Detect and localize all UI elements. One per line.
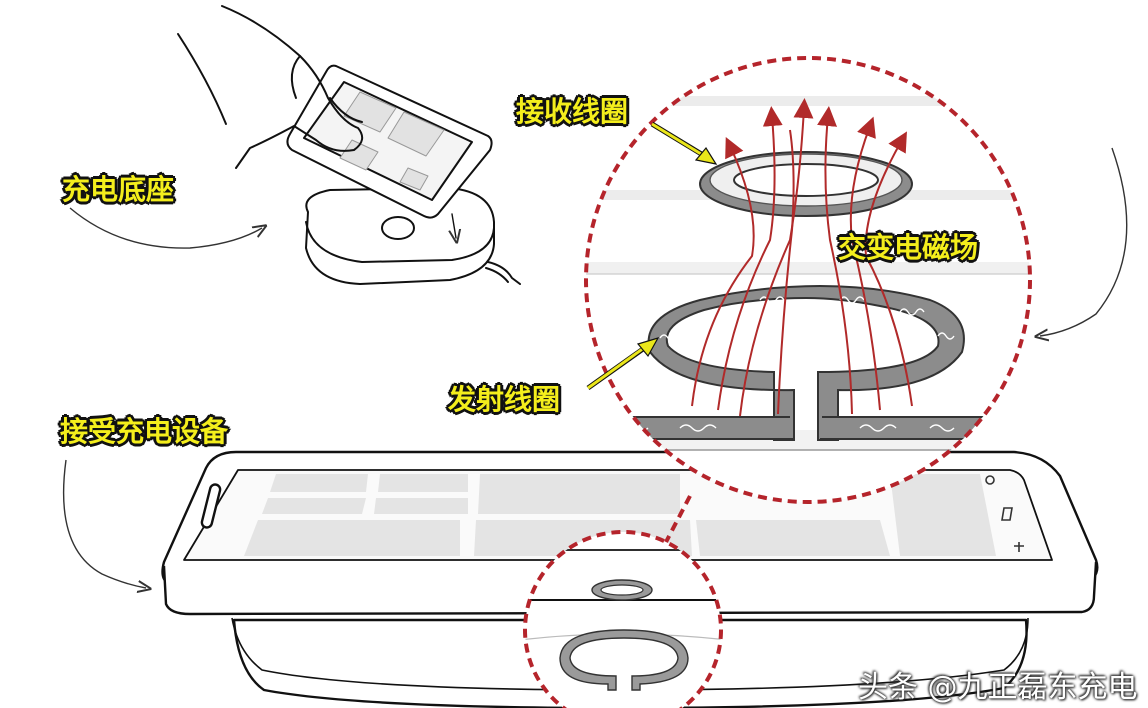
screen-tiles [244,474,996,556]
field-lines [691,98,913,417]
small-magnifier [523,530,723,708]
label-pointers [586,121,718,391]
device-side-icons [985,475,1024,552]
hand-phone-base-sketch [177,5,521,285]
watermark: 头条 @九正磊东充电 [858,670,1138,705]
label-charging-base: 充电底座 [62,173,175,206]
pointer-curves [62,147,1128,588]
label-receiver-coil: 接收线圈 [516,95,629,128]
label-alternating-field: 交变电磁场 [838,231,979,264]
large-magnifier [584,56,1032,504]
magnifier-connector [664,495,692,543]
label-receiving-device: 接受充电设备 [60,415,229,448]
label-transmitter-coil: 发射线圈 [448,383,561,416]
